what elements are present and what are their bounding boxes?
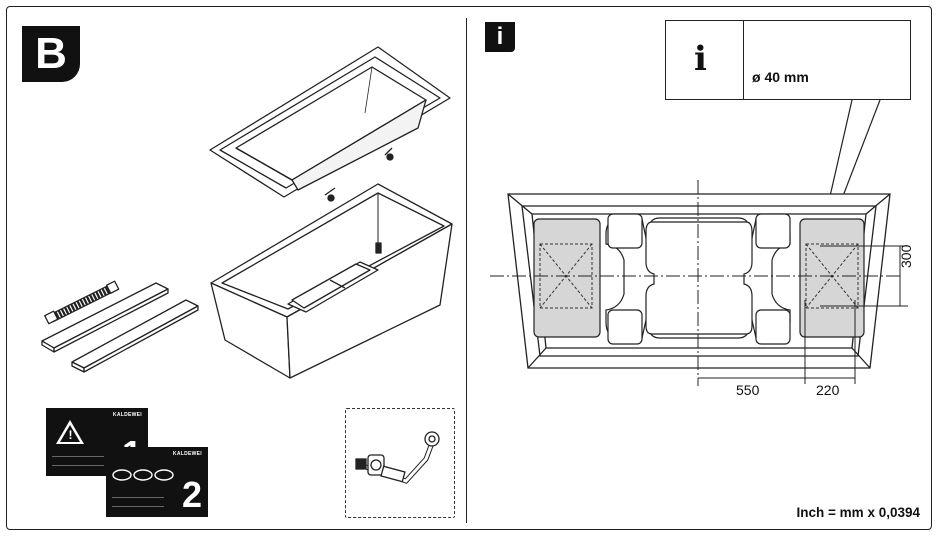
care-instructions-document: KALDEWEI 2 (106, 447, 208, 517)
unit-conversion-note: Inch = mm x 0,0394 (796, 505, 920, 520)
support-pad-left (533, 218, 601, 338)
bathtub-panel-enclosure (210, 183, 453, 379)
bathtub-icons (112, 469, 174, 481)
waste-fitting-box (345, 408, 455, 518)
document-brand: KALDEWEI (172, 451, 202, 457)
dimension-550: 550 (736, 382, 760, 398)
info-icon: i (694, 39, 707, 79)
pipe-info-callout: i ø 40 mm (665, 20, 911, 100)
flexible-hose (44, 280, 120, 325)
bathtub-assembly-illustration (41, 46, 453, 379)
support-pad-right (799, 218, 865, 338)
dimension-300: 300 (898, 244, 914, 268)
bathtub-shell (209, 46, 451, 202)
panel-divider (466, 18, 467, 523)
waste-overflow-fitting-illustration (355, 431, 440, 484)
dimension-220: 220 (816, 382, 840, 398)
instruction-frame (6, 6, 932, 530)
document-brand: KALDEWEI (112, 412, 142, 418)
pipe-diameter-label: ø 40 mm (752, 69, 809, 85)
info-badge: i (485, 22, 515, 52)
step-badge: B (22, 26, 80, 82)
support-boards (41, 282, 199, 373)
document-number: 2 (181, 474, 202, 515)
